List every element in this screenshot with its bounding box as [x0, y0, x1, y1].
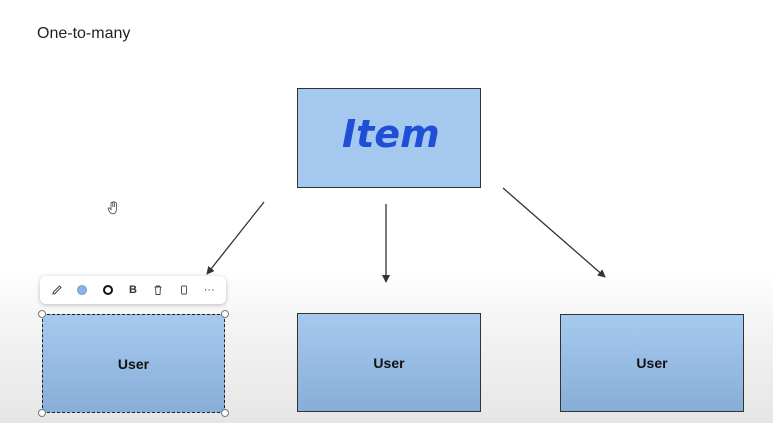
duplicate-icon[interactable]	[174, 280, 194, 300]
item-handwritten-label: Item	[342, 112, 440, 156]
bold-label: B	[128, 284, 137, 296]
pencil-icon[interactable]	[47, 280, 67, 300]
resize-handle-top-left[interactable]	[38, 310, 46, 318]
item-box[interactable]: Item	[297, 88, 481, 188]
user-box[interactable]: User	[560, 314, 744, 412]
user-label: User	[117, 355, 150, 372]
resize-handle-bottom-right[interactable]	[221, 409, 229, 417]
hand-cursor-icon	[107, 201, 117, 215]
resize-handle-bottom-left[interactable]	[38, 409, 46, 417]
border-icon[interactable]	[98, 280, 118, 300]
svg-text:Item: Item	[342, 112, 440, 156]
user-label: User	[373, 354, 405, 371]
resize-handle-top-right[interactable]	[221, 310, 229, 318]
shape-toolbar: B ···	[40, 276, 226, 304]
user-box[interactable]: User	[297, 313, 481, 412]
trash-icon[interactable]	[148, 280, 168, 300]
user-box-selected[interactable]: User	[42, 314, 225, 413]
arrow-to-user-1	[206, 201, 265, 275]
bold-icon[interactable]: B	[123, 280, 143, 300]
more-icon[interactable]: ···	[199, 280, 219, 300]
user-label: User	[636, 355, 668, 371]
arrow-to-user-3	[502, 187, 606, 278]
page-title: One-to-many	[37, 25, 131, 42]
more-label: ···	[203, 284, 215, 296]
fill-color-icon[interactable]	[72, 280, 92, 300]
